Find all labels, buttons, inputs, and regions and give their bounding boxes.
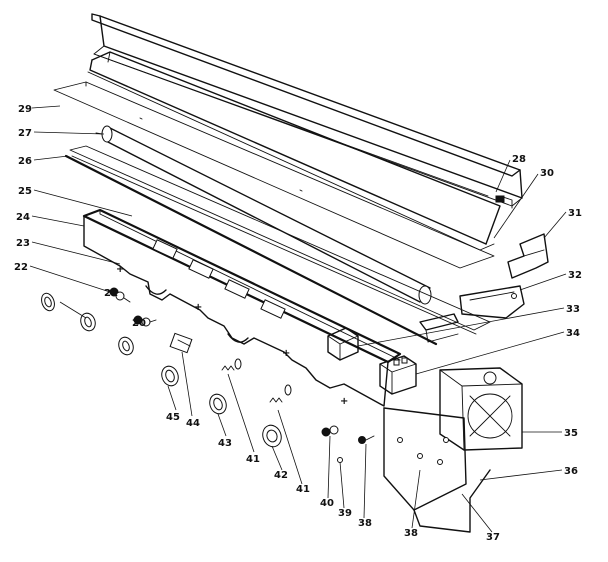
callout-30: 30 [540, 168, 554, 179]
callout-26: 26 [18, 156, 32, 167]
callout-24: 24 [16, 212, 30, 223]
callout-23: 23 [16, 238, 30, 249]
callout-21: 21 [104, 288, 118, 299]
switch-components [109, 287, 375, 463]
callout-39: 39 [338, 508, 352, 519]
small-circle-a [234, 358, 242, 370]
diffuser-sheet [53, 81, 495, 269]
callout-41a: 41 [296, 484, 310, 495]
right-bracket [459, 285, 525, 319]
callout-40: 40 [320, 498, 334, 509]
small-bracket [419, 313, 459, 343]
callout-32: 32 [568, 270, 582, 281]
svg-text:+: + [194, 302, 202, 313]
screw-38 [358, 435, 375, 444]
knob-set [41, 292, 282, 448]
callout-34: 34 [566, 328, 580, 339]
callout-38b: 38 [358, 518, 372, 529]
end-bracket-plate [383, 407, 491, 533]
callout-27: 27 [18, 128, 32, 139]
callout-labels: 29 27 26 25 24 23 22 21 20 28 30 31 32 3… [14, 104, 582, 543]
small-clip [507, 233, 549, 279]
callout-36: 36 [564, 466, 578, 477]
long-rod [64, 154, 438, 346]
spring-41a [221, 365, 235, 371]
callout-38a: 38 [404, 528, 418, 539]
svg-text:+: + [340, 396, 348, 407]
switch-block-44 [169, 332, 193, 354]
fluorescent-tube [95, 125, 432, 305]
callout-35: 35 [564, 428, 578, 439]
knob-5 [209, 393, 227, 415]
callout-20: 20 [132, 318, 146, 329]
knob-2 [80, 312, 96, 332]
switch-23 [133, 315, 157, 327]
switch-40 [321, 425, 339, 437]
main-housing: + + + + [82, 208, 402, 407]
top-channel-strip [91, 13, 523, 209]
callout-41b: 41 [246, 454, 260, 465]
callout-43: 43 [218, 438, 232, 449]
fan-assembly [439, 367, 523, 451]
callout-44: 44 [186, 418, 200, 429]
svg-text:+: + [116, 264, 124, 275]
knob-6 [262, 424, 282, 448]
capacitor-block [327, 327, 359, 361]
spring-41b [269, 397, 283, 403]
knob-1 [41, 292, 55, 312]
leader-lines [29, 105, 567, 533]
svg-text:+: + [282, 348, 290, 359]
callout-45: 45 [166, 412, 180, 423]
callout-29: 29 [18, 104, 32, 115]
callout-31: 31 [568, 208, 582, 219]
callout-37: 37 [486, 532, 500, 543]
knob-4 [161, 365, 179, 387]
callout-28: 28 [512, 154, 526, 165]
small-circle-b [284, 384, 292, 396]
callout-22: 22 [14, 262, 28, 273]
callout-42: 42 [274, 470, 288, 481]
callout-25: 25 [18, 186, 32, 197]
small-screw-39 [337, 457, 343, 463]
callout-33: 33 [566, 304, 580, 315]
terminal-block [379, 355, 417, 395]
knob-3 [118, 336, 134, 356]
